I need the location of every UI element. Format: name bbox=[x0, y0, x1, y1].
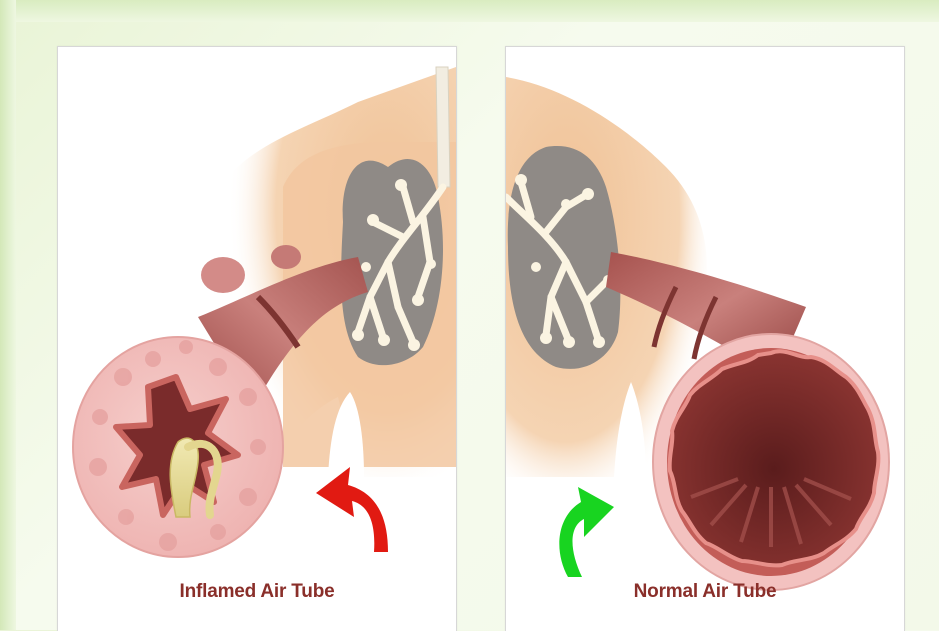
swelling-bump bbox=[201, 257, 245, 293]
swelling-bump bbox=[271, 245, 301, 269]
header-band bbox=[0, 0, 939, 22]
inflamed-airway-illustration bbox=[58, 47, 456, 631]
normal-airway-illustration bbox=[506, 47, 904, 631]
curved-arrow-green-icon bbox=[559, 487, 614, 577]
normal-airway-panel: Normal Air Tube bbox=[505, 46, 905, 631]
inflamed-airway-panel: Inflamed Air Tube bbox=[57, 46, 457, 631]
wavy-lining bbox=[670, 351, 879, 565]
side-band bbox=[0, 0, 16, 630]
inflamed-caption: Inflamed Air Tube bbox=[58, 581, 456, 603]
curved-arrow-red-icon bbox=[316, 467, 388, 552]
normal-caption: Normal Air Tube bbox=[506, 581, 904, 603]
trachea bbox=[436, 67, 450, 187]
